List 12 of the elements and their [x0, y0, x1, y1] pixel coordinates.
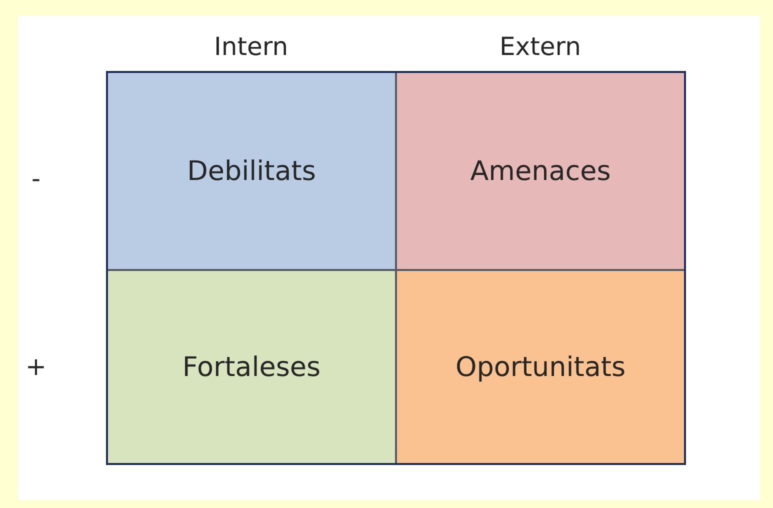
- quadrant-cell: [107, 72, 396, 270]
- row-sign: +: [26, 352, 46, 381]
- quadrant-label: Oportunitats: [455, 352, 626, 382]
- quadrant-cell: [396, 270, 685, 464]
- row-sign: -: [32, 164, 41, 193]
- quadrant-cell: [396, 72, 685, 270]
- quadrant-label: Fortaleses: [182, 352, 321, 382]
- quadrant-cell: [107, 270, 396, 464]
- quadrant-label: Debilitats: [187, 156, 316, 186]
- quadrant-label: Amenaces: [470, 156, 611, 186]
- column-header: Extern: [500, 32, 581, 61]
- column-header: Intern: [214, 32, 288, 61]
